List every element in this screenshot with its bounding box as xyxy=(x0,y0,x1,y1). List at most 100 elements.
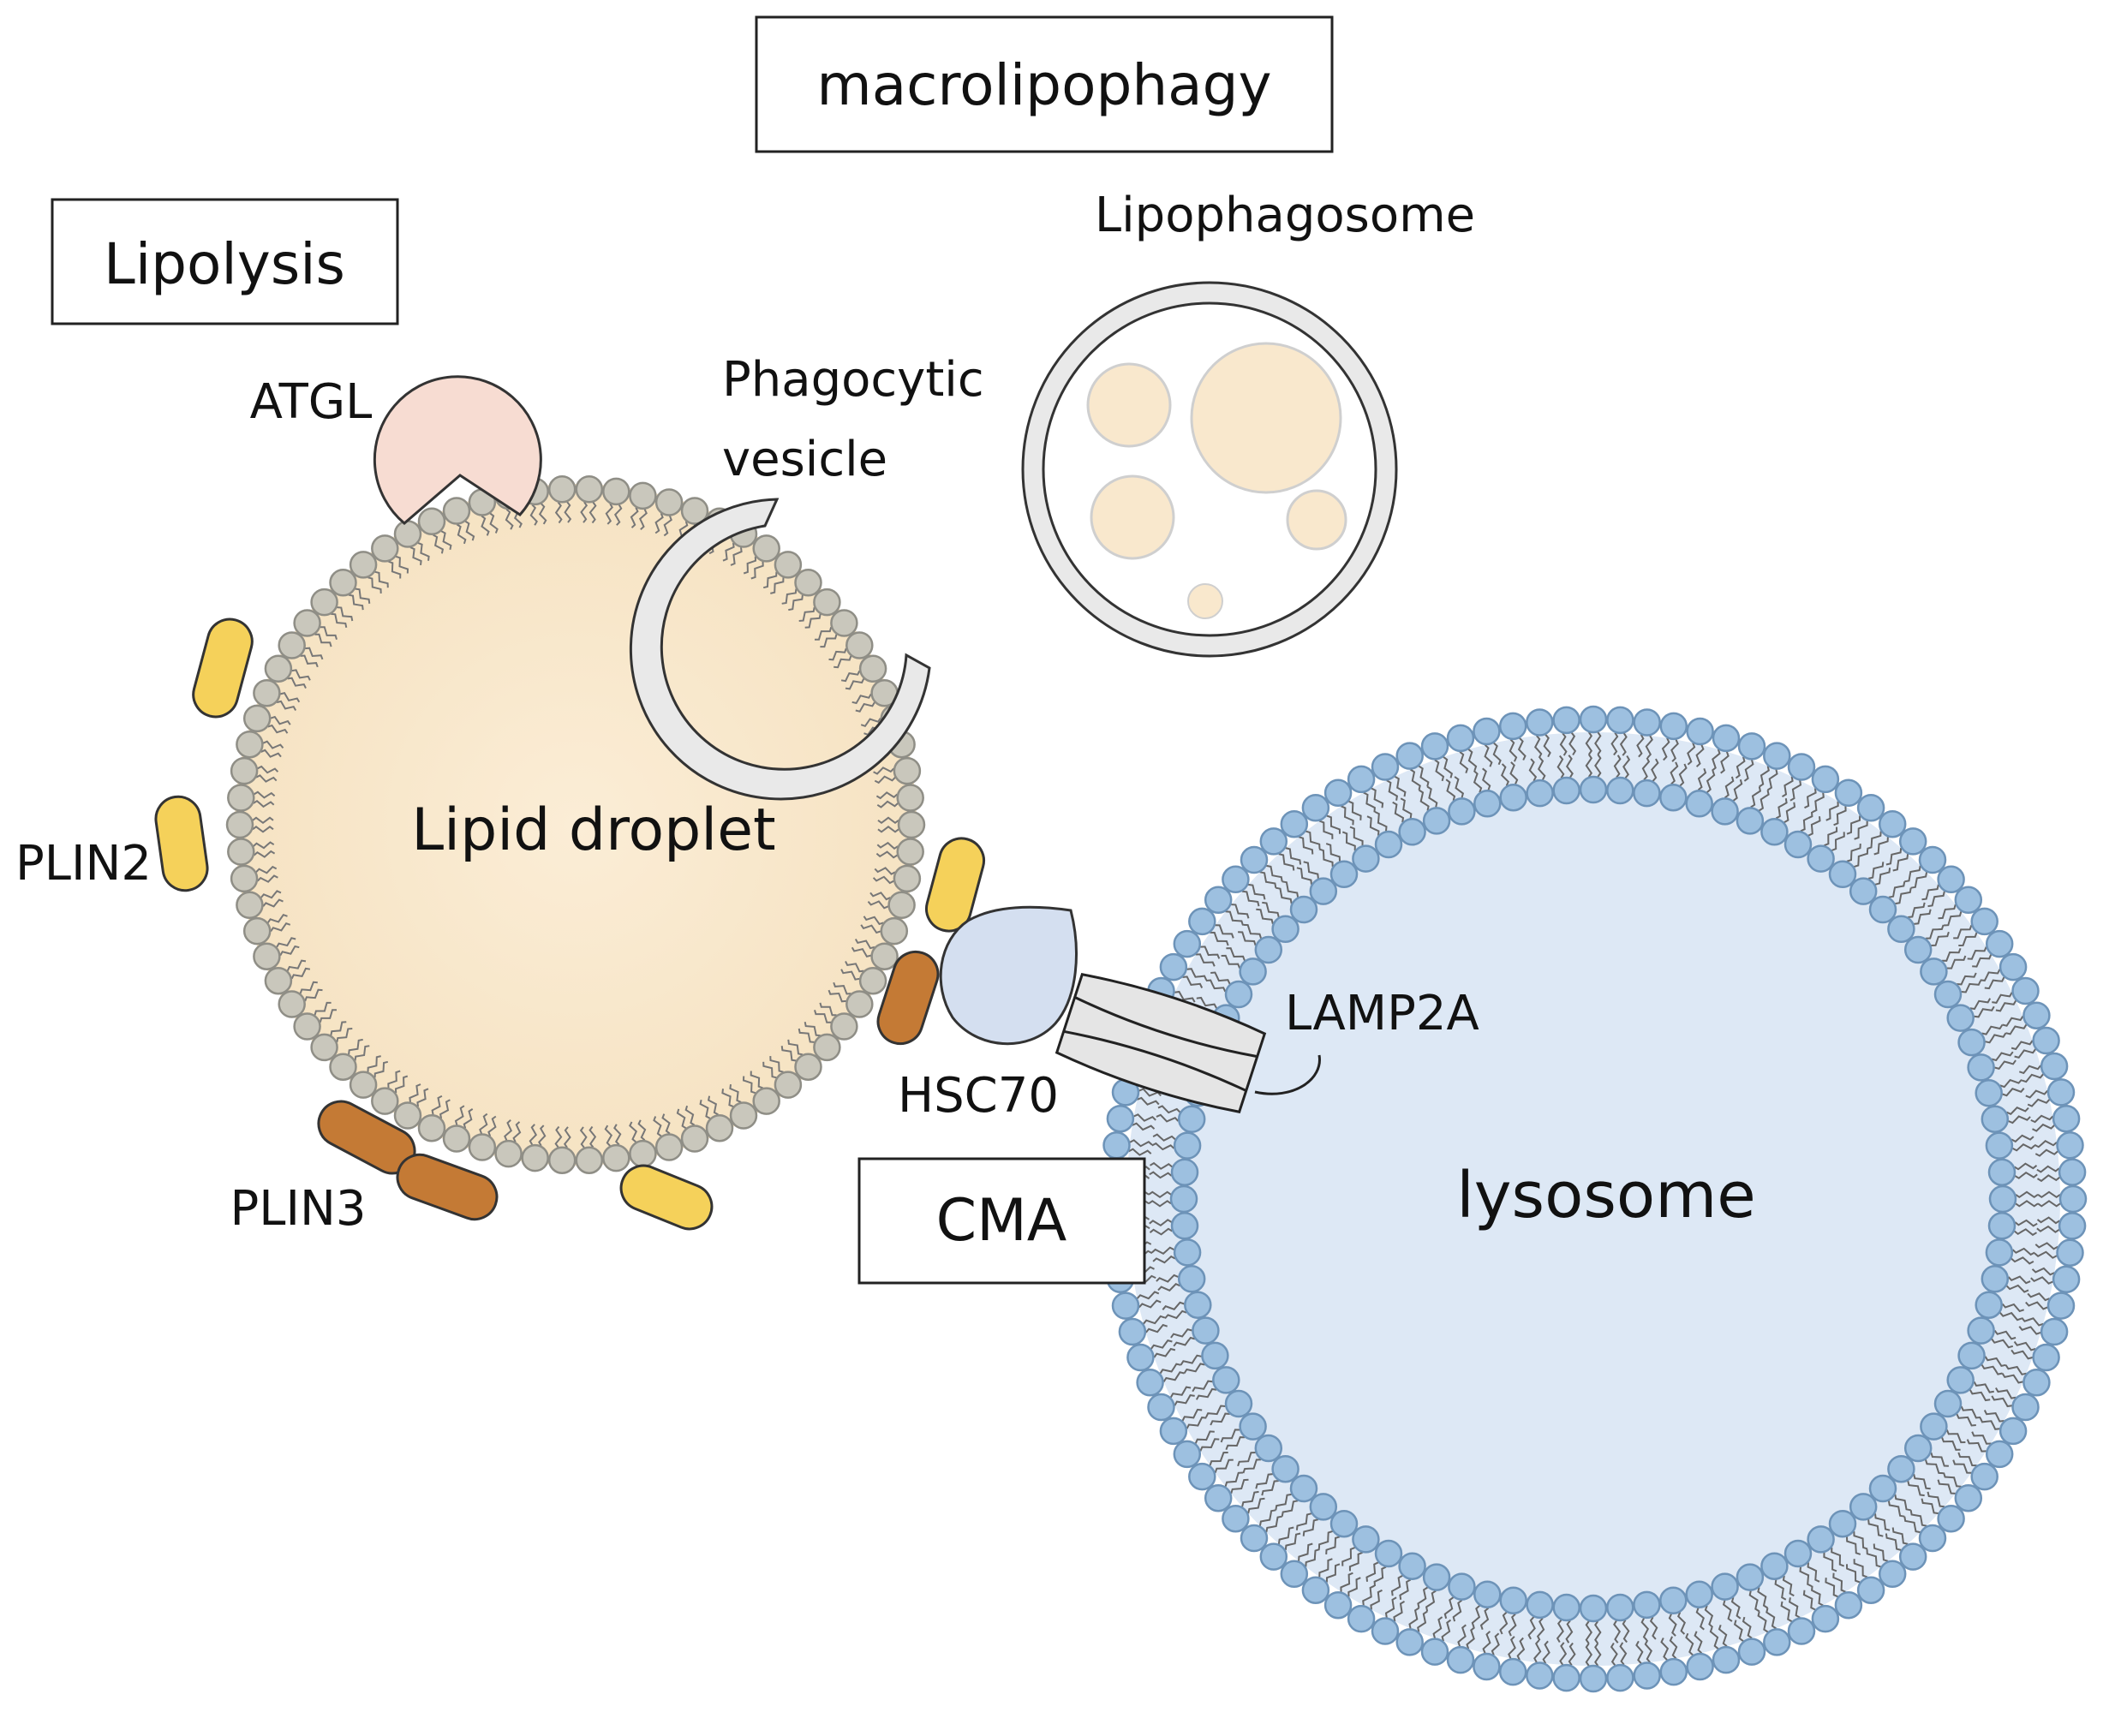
phospholipid-head xyxy=(2056,1238,2084,1267)
lipid-tail xyxy=(579,1126,588,1148)
phospholipid-head xyxy=(236,891,264,920)
lipid-tail xyxy=(1811,1585,1824,1607)
lipid-tail xyxy=(1833,806,1847,826)
phospholipid-head xyxy=(1170,1158,1199,1186)
lipid-tail xyxy=(1276,886,1293,904)
lipid-tail xyxy=(1677,1612,1686,1635)
lipid-tail xyxy=(1149,1171,1173,1179)
lipid-tail xyxy=(286,959,307,972)
phagocytic-vesicle-label-line1: Phagocytic xyxy=(722,352,984,408)
phospholipid-head xyxy=(2040,1317,2069,1346)
phospholipid-head xyxy=(1395,1628,1424,1656)
phospholipid-head xyxy=(1712,724,1741,753)
phospholipid-head xyxy=(393,1101,422,1130)
phospholipid-head xyxy=(1280,1560,1309,1589)
lipid-tail xyxy=(819,1002,837,1017)
lipid-tail xyxy=(1265,1515,1282,1533)
lipid-tail xyxy=(1533,735,1543,759)
phospholipid-head xyxy=(1967,1316,1995,1345)
lipid-tail xyxy=(2032,1123,2055,1132)
lipid-tail xyxy=(1956,1413,1976,1427)
phospholipid-head xyxy=(1606,1663,1634,1692)
lipid-tail xyxy=(1946,955,1967,969)
lipid-tail xyxy=(1895,887,1912,905)
phospholipid-head xyxy=(1395,742,1424,770)
lipid-tail xyxy=(1927,891,1945,908)
lipid-tail xyxy=(1305,1548,1320,1567)
lipid-tail xyxy=(1174,1394,1195,1406)
lipid-tail xyxy=(1349,826,1364,846)
lipid-tail xyxy=(2036,1225,2060,1233)
lipid-tail xyxy=(367,576,382,594)
phospholipid-head xyxy=(1420,1638,1449,1666)
phospholipid-head xyxy=(1868,1474,1897,1503)
phospholipid-head xyxy=(1954,886,1983,915)
phospholipid-head xyxy=(1918,1524,1947,1553)
lipid-tail xyxy=(663,515,672,537)
phospholipid-head xyxy=(1177,1265,1206,1293)
lipid-tail xyxy=(252,816,274,825)
phospholipid-head xyxy=(1763,742,1791,770)
phospholipid-head xyxy=(1975,1291,2003,1319)
lipid-tail xyxy=(1824,826,1838,847)
lipid-tail xyxy=(1907,1480,1925,1497)
phospholipid-head xyxy=(1828,860,1857,889)
lipid-tail xyxy=(1509,761,1519,784)
lipid-tail xyxy=(257,765,279,774)
phospholipid-head xyxy=(417,1113,446,1142)
lipid-tail xyxy=(1610,1642,1618,1667)
lipid-tail xyxy=(1789,1597,1801,1619)
lipid-tail xyxy=(1247,883,1266,900)
lipid-tail xyxy=(454,1105,465,1125)
lipid-tail xyxy=(291,669,311,681)
lipid-tail xyxy=(1957,1452,1977,1467)
lipid-tail xyxy=(1867,831,1882,850)
phospholipid-head xyxy=(1526,708,1554,737)
phospholipid-head xyxy=(264,654,293,683)
lipid-tail xyxy=(1242,1459,1262,1474)
lipid-tail xyxy=(355,588,371,604)
lipid-tail xyxy=(1556,755,1565,779)
lipid-tail xyxy=(2001,1372,2023,1384)
lipid-particle xyxy=(1190,342,1342,494)
lipid-tail xyxy=(1317,1530,1334,1549)
lipid-tail xyxy=(872,875,894,885)
lipid-tail xyxy=(1164,1309,1187,1320)
phospholipid-head xyxy=(1323,779,1353,808)
lipid-tail xyxy=(780,1046,797,1062)
lipid-tail xyxy=(1718,1624,1728,1647)
lipid-tail xyxy=(613,1124,622,1146)
lipid-tail xyxy=(1913,1473,1931,1490)
lipid-tail xyxy=(851,946,872,957)
lipid-tail xyxy=(1152,1133,1176,1142)
phospholipid-head xyxy=(774,1071,803,1099)
lipid-tail xyxy=(538,1125,547,1147)
lipid-tail xyxy=(1373,1566,1387,1587)
lipid-tail xyxy=(2013,1228,2038,1237)
phospholipid-head xyxy=(1606,1593,1634,1622)
phospholipid-head xyxy=(1473,1580,1502,1608)
lipid-tail xyxy=(1585,754,1593,778)
lipid-tail xyxy=(1594,1643,1602,1667)
lipid-tail xyxy=(1556,1619,1564,1644)
lamp2a-label: LAMP2A xyxy=(1285,986,1479,1041)
phospholipid-head xyxy=(1126,1343,1155,1372)
lipid-tail xyxy=(354,1045,370,1061)
phospholipid-head xyxy=(1271,1454,1299,1483)
lipid-tail xyxy=(1479,1607,1490,1631)
phospholipid-head xyxy=(1659,1657,1688,1686)
lipid-tail xyxy=(290,967,311,980)
lipid-tail xyxy=(798,1028,815,1043)
phospholipid-head xyxy=(2032,1026,2060,1055)
phospholipid-head xyxy=(1834,779,1863,808)
lipid-tail xyxy=(1156,1113,1180,1123)
phospholipid-head xyxy=(1849,1493,1878,1521)
lipid-tail xyxy=(2030,1114,2054,1124)
lipid-tail xyxy=(440,530,452,550)
lipid-tail xyxy=(722,542,735,562)
lipid-tail xyxy=(1831,832,1845,851)
lipid-tail xyxy=(504,1119,513,1141)
phospholipid-head xyxy=(1352,844,1380,873)
lipid-tail xyxy=(1231,904,1250,919)
phospholipid-head xyxy=(1856,1576,1885,1604)
